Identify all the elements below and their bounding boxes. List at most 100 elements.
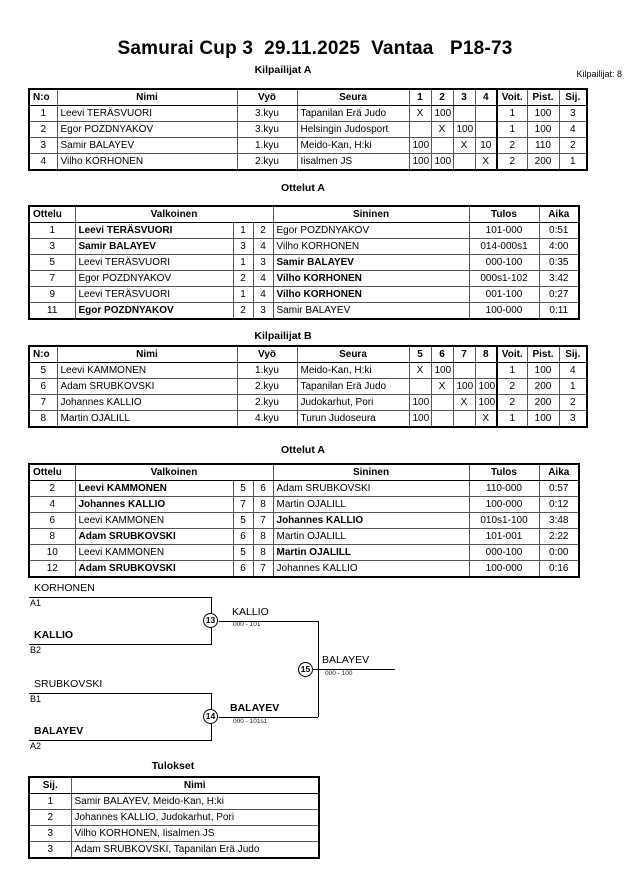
cell-rank: 3 xyxy=(28,825,72,842)
cell-rank: 2 xyxy=(558,394,588,411)
cell-result: 100-000 xyxy=(468,496,540,513)
table-row: 12 Adam SRUBKOVSKI 6 7 Johannes KALLIO 1… xyxy=(28,560,580,578)
cell-points: 200 xyxy=(526,378,560,395)
cell-belt: 3.kyu xyxy=(236,121,298,138)
col-opp-8: 8 xyxy=(474,345,498,363)
cell-vs-2: 100 xyxy=(430,105,454,122)
cell-white-no: 5 xyxy=(232,480,254,497)
cell-belt: 4.kyu xyxy=(236,410,298,428)
cell-blue: Vilho KORHONEN xyxy=(272,286,470,303)
cell-white-no: 6 xyxy=(232,528,254,545)
cell-blue-no: 7 xyxy=(252,512,274,529)
col-time: Aika xyxy=(538,463,580,481)
cell-vs-6 xyxy=(430,394,454,411)
bracket-entry-name: KORHONEN xyxy=(34,582,95,594)
cell-belt: 2.kyu xyxy=(236,153,298,171)
table-row: 7 Egor POZDNYAKOV 2 4 Vilho KORHONEN 000… xyxy=(28,270,580,287)
cell-time: 0:16 xyxy=(538,560,580,578)
cell-result: 000-100 xyxy=(468,544,540,561)
col-result: Tulos xyxy=(468,205,540,223)
cell-white: Johannes KALLIO xyxy=(74,496,234,513)
caption-pool-b: Kilpailijat B xyxy=(254,330,312,342)
col-name: Nimi xyxy=(56,88,238,106)
bracket-line xyxy=(29,597,211,598)
knockout-bracket: KORHONEN A1 KALLIO B2 13 KALLIO 000 - 10… xyxy=(0,578,630,758)
cell-vs-7 xyxy=(452,410,476,428)
cell-points: 200 xyxy=(526,153,560,171)
cell-rank: 1 xyxy=(558,153,588,171)
cell-vs-6 xyxy=(430,410,454,428)
matches-b-header-row: Ottelu Valkoinen Sininen Tulos Aika xyxy=(28,463,580,481)
table-row: 10 Leevi KAMMONEN 5 8 Martin OJALILL 000… xyxy=(28,544,580,561)
cell-bout: 3 xyxy=(28,238,76,255)
table-row: 7 Johannes KALLIO 2.kyu Judokarhut, Pori… xyxy=(28,394,588,411)
cell-blue-no: 4 xyxy=(252,270,274,287)
cell-vs-3 xyxy=(452,105,476,122)
bracket-champion-name: BALAYEV xyxy=(322,654,370,666)
table-row: 6 Leevi KAMMONEN 5 7 Johannes KALLIO 010… xyxy=(28,512,580,529)
cell-vs-4: 10 xyxy=(474,137,498,154)
cell-vs-4 xyxy=(474,105,498,122)
cell-rank: 4 xyxy=(558,362,588,379)
cell-bout: 7 xyxy=(28,270,76,287)
cell-name: Vilho KORHONEN xyxy=(56,153,238,171)
matches-b-section: Ottelu Valkoinen Sininen Tulos Aika 2 Le… xyxy=(28,463,581,578)
col-no: N:o xyxy=(28,345,58,363)
caption-matches-a: Ottelut A xyxy=(281,182,325,194)
bracket-entry-seed: A2 xyxy=(30,741,42,751)
cell-blue-no: 4 xyxy=(252,286,274,303)
cell-wins: 1 xyxy=(496,105,528,122)
matches-a-table: Ottelu Valkoinen Sininen Tulos Aika 1 Le… xyxy=(28,205,581,320)
table-row: 8 Martin OJALILL 4.kyu Turun Judoseura 1… xyxy=(28,410,588,428)
table-row: 5 Leevi KAMMONEN 1.kyu Meido-Kan, H:ki X… xyxy=(28,362,588,379)
cell-result: 014-000s1 xyxy=(468,238,540,255)
cell-vs-6: X xyxy=(430,378,454,395)
matches-a-header-row: Ottelu Valkoinen Sininen Tulos Aika xyxy=(28,205,580,223)
pool-b-section: N:o Nimi Vyö Seura 5 6 7 8 Voit. Pist. S… xyxy=(28,345,588,428)
cell-club: Meido-Kan, H:ki xyxy=(296,362,410,379)
col-white: Valkoinen xyxy=(74,205,274,223)
bracket-line xyxy=(219,717,318,718)
cell-club: Meido-Kan, H:ki xyxy=(296,137,410,154)
cell-bout: 12 xyxy=(28,560,76,578)
results-body: 1 Samir BALAYEV, Meido-Kan, H:ki 2 Johan… xyxy=(28,793,320,859)
cell-time: 0:35 xyxy=(538,254,580,271)
cell-result: 100-000 xyxy=(468,302,540,320)
cell-no: 3 xyxy=(28,137,58,154)
table-row: 6 Adam SRUBKOVSKI 2.kyu Tapanilan Erä Ju… xyxy=(28,378,588,395)
page-header: Samurai Cup 3 29.11.2025 Vantaa P18-73 xyxy=(0,38,630,60)
table-row: 1 Leevi TERÄSVUORI 3.kyu Tapanilan Erä J… xyxy=(28,105,588,122)
cell-belt: 2.kyu xyxy=(236,378,298,395)
bracket-line xyxy=(219,621,318,622)
cell-belt: 3.kyu xyxy=(236,105,298,122)
cell-time: 3:42 xyxy=(538,270,580,287)
cell-wins: 1 xyxy=(496,410,528,428)
cell-white: Egor POZDNYAKOV xyxy=(74,270,234,287)
entrants-count: Kilpailijat: 8 xyxy=(576,69,622,79)
cell-vs-8: X xyxy=(474,410,498,428)
col-opp-2: 2 xyxy=(430,88,454,106)
table-row: 3 Samir BALAYEV 3 4 Vilho KORHONEN 014-0… xyxy=(28,238,580,255)
bracket-line xyxy=(29,693,211,694)
bracket-node-13: 13 xyxy=(203,613,218,628)
cell-rank: 3 xyxy=(558,410,588,428)
cell-white-no: 1 xyxy=(232,222,254,239)
cell-blue: Johannes KALLIO xyxy=(272,560,470,578)
cell-vs-2: X xyxy=(430,121,454,138)
bracket-line xyxy=(29,740,211,741)
cell-bout: 2 xyxy=(28,480,76,497)
cell-vs-6: 100 xyxy=(430,362,454,379)
bracket-entry-name: BALAYEV xyxy=(34,725,84,737)
cell-rank: 1 xyxy=(28,793,72,810)
table-row: 1 Samir BALAYEV, Meido-Kan, H:ki xyxy=(28,793,320,810)
cell-white-no: 5 xyxy=(232,544,254,561)
cell-blue-no: 3 xyxy=(252,254,274,271)
col-wins: Voit. xyxy=(496,345,528,363)
cell-white: Egor POZDNYAKOV xyxy=(74,302,234,320)
cell-club: Helsingin Judosport xyxy=(296,121,410,138)
cell-blue-no: 7 xyxy=(252,560,274,578)
cell-bout: 4 xyxy=(28,496,76,513)
matches-a-body: 1 Leevi TERÄSVUORI 1 2 Egor POZDNYAKOV 1… xyxy=(28,222,580,320)
caption-matches-b: Ottelut A xyxy=(281,444,325,456)
cell-wins: 2 xyxy=(496,153,528,171)
